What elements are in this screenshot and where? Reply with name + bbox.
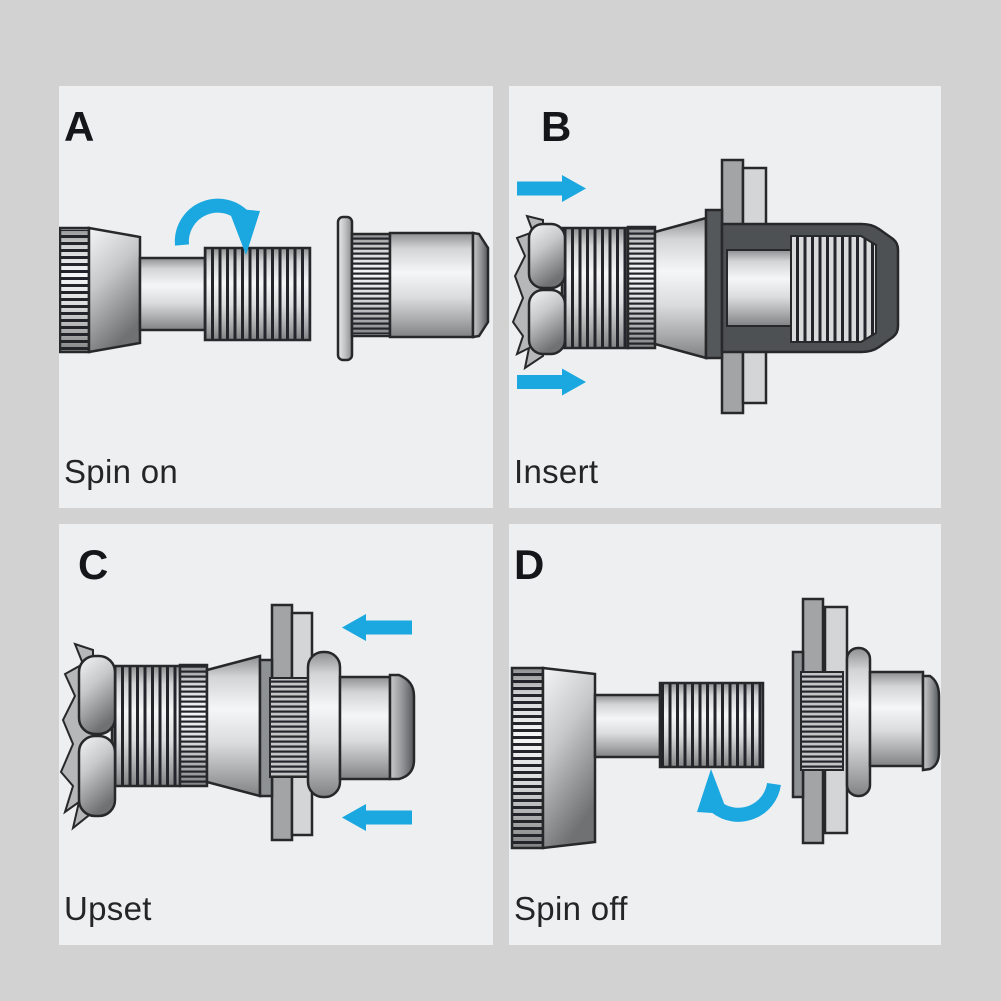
tool-grip-knurl-texture <box>513 670 542 846</box>
push-right-arrows-icon <box>517 175 586 396</box>
upset-bulge <box>306 650 342 799</box>
tool-mandrel <box>510 666 765 850</box>
mandrel-inside-bore <box>726 249 792 327</box>
tool-grip-lobe-top <box>527 222 567 290</box>
pull-left-arrows-icon <box>342 614 412 831</box>
tool-thread-texture <box>206 249 309 339</box>
panel-step-a: A Spin on <box>59 86 493 508</box>
rivet-nut-knurl-texture <box>353 236 389 334</box>
rivet-nut-flange <box>704 208 724 360</box>
spin-off-illustration <box>510 597 941 850</box>
rivet-nut-closed-end <box>388 673 416 781</box>
step-letter: B <box>541 103 572 150</box>
tool-grip-knurl-texture <box>61 230 88 350</box>
panel-step-b: B Insert <box>509 86 941 508</box>
rivet-nut-closed-end <box>921 674 941 772</box>
step-caption: Spin on <box>64 453 179 490</box>
engaged-threads-texture <box>790 235 877 343</box>
rivet-nut-knurl-texture <box>629 228 654 347</box>
step-letter: A <box>64 103 95 150</box>
rivet-nut-flange <box>336 215 354 362</box>
tool-grip-bevel <box>87 226 142 354</box>
upset-bulge <box>845 646 872 798</box>
tool-thread-texture <box>563 229 627 347</box>
step-caption: Upset <box>64 890 152 927</box>
upset-rivet-nut <box>258 650 416 799</box>
rivet-nut-knurl-texture <box>802 673 842 769</box>
rivet-nut-smooth-body <box>388 231 475 339</box>
tool-shaft <box>138 256 207 332</box>
rivet-nut-smooth-body <box>868 670 925 768</box>
tool-mandrel <box>59 226 312 354</box>
rivet-nut-section-view <box>704 208 900 360</box>
rivet-nut-cone <box>653 216 708 360</box>
step-letter: C <box>78 541 109 588</box>
tool-grip-lobe-top <box>77 654 117 736</box>
tool-and-nut-assembly <box>511 214 708 371</box>
panel-step-d: D Spin off <box>509 524 941 945</box>
tool-and-nut-assembly <box>59 642 262 831</box>
spin-on-illustration <box>59 198 490 362</box>
installed-rivet-nut <box>791 646 941 799</box>
rivet-nut-closed-end <box>471 231 490 339</box>
step-caption: Insert <box>514 453 599 490</box>
tool-thread-texture <box>113 667 179 785</box>
rivet-nut-smooth-body <box>338 675 392 781</box>
rivet-nut-knurl-texture <box>181 666 206 785</box>
tool-shaft <box>593 693 662 759</box>
rivet-nut-knurl-texture <box>271 679 309 776</box>
upset-illustration <box>59 603 416 842</box>
panel-step-c: C Upset <box>59 524 493 945</box>
rotate-counterclockwise-arrow-icon <box>697 769 781 822</box>
rotate-clockwise-arrow-icon <box>174 198 260 255</box>
tool-grip-bevel <box>541 666 597 850</box>
tool-grip-lobe-bottom <box>77 734 117 818</box>
rivet-nut <box>336 215 490 362</box>
step-letter: D <box>514 541 545 588</box>
tool-grip-lobe-bottom <box>527 288 567 356</box>
tool-thread-texture <box>661 684 762 766</box>
rivet-nut-cone <box>205 654 262 798</box>
step-caption: Spin off <box>514 890 628 927</box>
insert-illustration <box>511 158 900 415</box>
